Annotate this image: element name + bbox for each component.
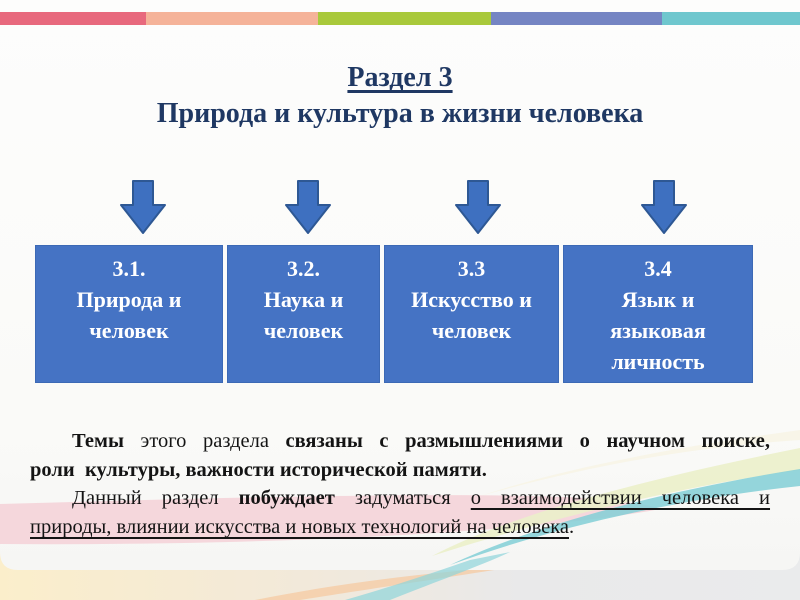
paragraph-1-line-1: Темы этого раздела связаны с размышления… (30, 427, 770, 456)
section-box-3-1: 3.1. Природа и человек (35, 245, 223, 383)
text-run: Темы (72, 430, 124, 452)
section-number: 3.1. (112, 256, 146, 281)
text-run: роли культуры, важности исторической пам… (30, 458, 487, 481)
text-run: связаны с размышлениями о научном поиске… (285, 430, 770, 452)
section-box-3-4: 3.4 Язык и языковая личность (563, 245, 753, 383)
slide-title: Раздел 3 Природа и культура в жизни чело… (0, 60, 800, 132)
bar-segment-salmon (146, 12, 318, 25)
down-arrow-icon (455, 180, 501, 234)
body-text: Темы этого раздела связаны с размышления… (30, 427, 770, 541)
text-run: Данный раздел (72, 487, 239, 509)
section-number: 3.3 (457, 256, 486, 281)
text-run: природы, влиянии искусства и новых техно… (30, 515, 569, 538)
top-color-bar (0, 12, 800, 25)
text-run: побуждает (238, 487, 335, 509)
paragraph-1-line-2: роли культуры, важности исторической пам… (30, 456, 770, 485)
paragraph-2-line-2: природы, влиянии искусства и новых техно… (30, 513, 770, 542)
sections-row: 3.1. Природа и человек 3.2. Наука и чело… (35, 245, 757, 383)
section-title: Искусство и человек (411, 287, 532, 343)
text-run: . (569, 515, 575, 538)
bar-segment-red (0, 12, 146, 25)
title-line-2: Природа и культура в жизни человека (156, 98, 644, 129)
text-run: о взаимодействии человека и (470, 487, 771, 509)
down-arrow-icon (285, 180, 331, 234)
section-box-3-2: 3.2. Наука и человек (227, 245, 380, 383)
paragraph-2-line-1: Данный раздел побуждает задуматься о вза… (30, 484, 770, 513)
section-title: Наука и человек (263, 287, 344, 343)
title-line-1-text: Раздел 3 (347, 62, 453, 93)
bar-segment-teal (662, 12, 800, 25)
bar-segment-green (318, 12, 491, 25)
down-arrow-icon (641, 180, 687, 234)
bar-segment-blue (491, 12, 662, 25)
section-box-3-3: 3.3 Искусство и человек (384, 245, 559, 383)
down-arrow-icon (120, 180, 166, 234)
paragraph-2: Данный раздел побуждает задуматься о вза… (30, 484, 770, 541)
section-title: Природа и человек (76, 287, 182, 343)
section-title: Язык и языковая личность (610, 287, 706, 374)
title-line-1: Раздел 3 (0, 60, 800, 96)
text-run: задуматься (334, 487, 471, 509)
section-number: 3.2. (287, 256, 320, 281)
section-number: 3.4 (644, 256, 672, 281)
text-run: этого раздела (123, 430, 286, 452)
paragraph-1: Темы этого раздела связаны с размышления… (30, 427, 770, 484)
